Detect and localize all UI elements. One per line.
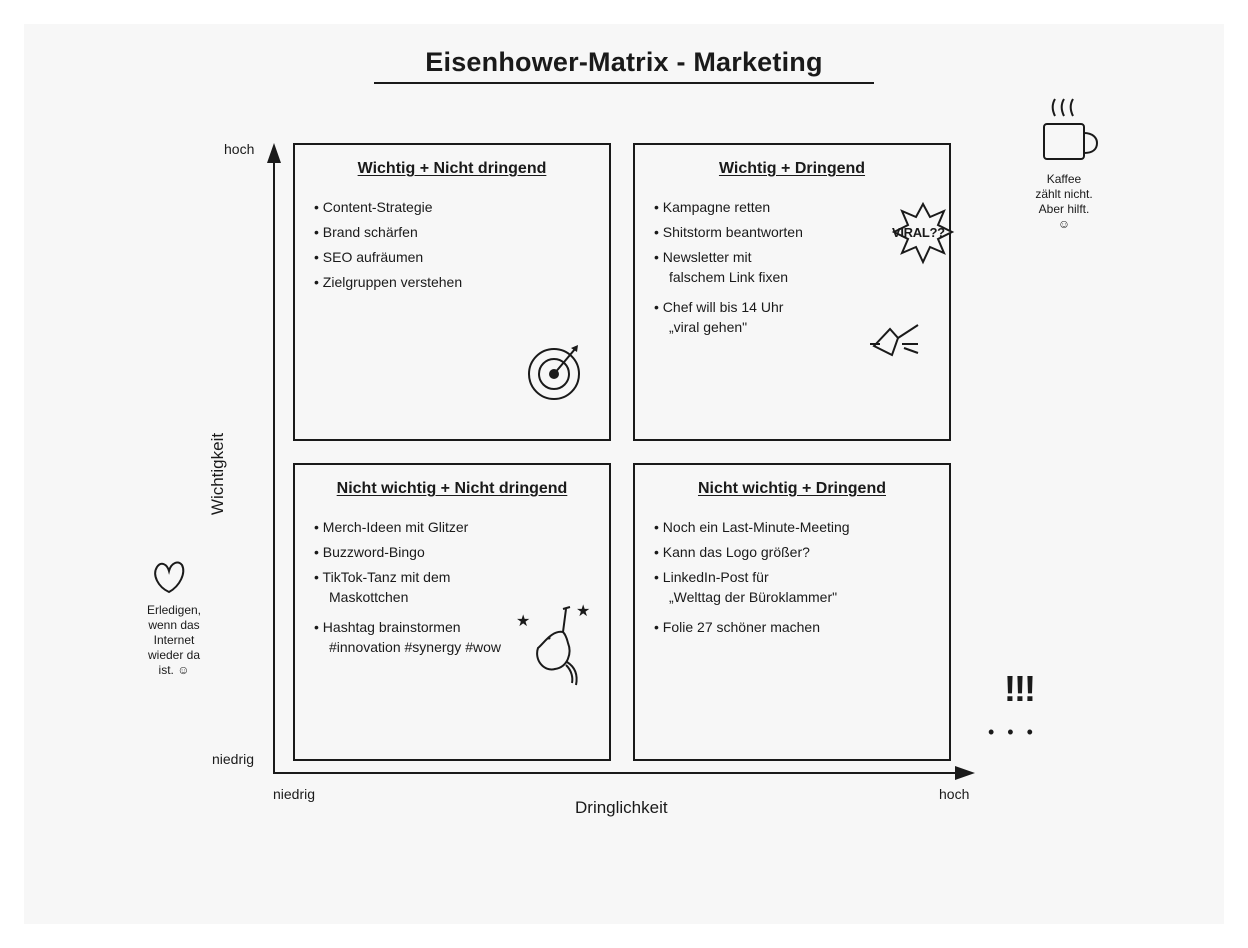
task-text: SEO aufräumen bbox=[322, 249, 424, 265]
task-item: • Chef will bis 14 Uhr „viral gehen" bbox=[654, 297, 803, 337]
title-underline bbox=[374, 82, 874, 84]
task-text: Shitstorm beantworten bbox=[662, 224, 803, 240]
quadrant-important-urgent: Wichtig + Dringend • Kampagne retten• Sh… bbox=[633, 143, 951, 441]
x-axis-high-label: hoch bbox=[939, 786, 970, 802]
bullet: • bbox=[314, 224, 319, 240]
note-line: zählt nicht. bbox=[1035, 187, 1093, 201]
task-list: • Kampagne retten• Shitstorm beantworten… bbox=[654, 197, 803, 347]
task-text: Newsletter mit bbox=[662, 249, 752, 265]
bullet: • bbox=[654, 544, 659, 560]
y-axis-title: Wichtigkeit bbox=[208, 432, 227, 516]
task-item: • Content-Strategie bbox=[314, 197, 462, 217]
star-icon: ★ bbox=[516, 613, 531, 630]
task-item: • Zielgruppen verstehen bbox=[314, 272, 462, 292]
task-item: • Buzzword-Bingo bbox=[314, 542, 501, 562]
y-axis-arrowhead bbox=[267, 143, 281, 163]
x-axis-low-label: niedrig bbox=[273, 786, 316, 802]
note-line: wenn das bbox=[148, 618, 200, 632]
bullet: • bbox=[314, 274, 319, 290]
starburst-text: VIRAL?? bbox=[892, 225, 945, 240]
task-text: Merch-Ideen mit Glitzer bbox=[322, 519, 469, 535]
exclamation-marks: !!! bbox=[1004, 668, 1036, 709]
x-axis-arrowhead bbox=[955, 766, 975, 780]
task-item: • Noch ein Last-Minute-Meeting bbox=[654, 517, 850, 537]
task-text-continuation: Maskottchen bbox=[329, 589, 409, 605]
task-text: LinkedIn-Post für bbox=[662, 569, 769, 585]
bullet: • bbox=[654, 249, 659, 265]
y-axis-high-label: hoch bbox=[224, 141, 255, 157]
quadrant-not-important-not-urgent: Nicht wichtig + Nicht dringend • Merch-I… bbox=[293, 463, 611, 761]
task-text: Content-Strategie bbox=[322, 199, 433, 215]
quadrant-not-important-urgent: Nicht wichtig + Dringend • Noch ein Last… bbox=[633, 463, 951, 761]
note-line: Erledigen, bbox=[146, 603, 202, 617]
task-item: • Newsletter mit falschem Link fixen bbox=[654, 247, 803, 287]
task-text: Brand schärfen bbox=[322, 224, 418, 240]
balloon-icon bbox=[536, 606, 578, 686]
note-line: ist. ☺ bbox=[158, 663, 190, 677]
star-icon: ★ bbox=[576, 603, 591, 620]
bullet: • bbox=[314, 569, 319, 585]
target-icon bbox=[528, 345, 580, 400]
task-text: Buzzword-Bingo bbox=[322, 544, 425, 560]
task-text-continuation: #innovation #synergy #wow bbox=[329, 639, 501, 655]
quadrant-title: Wichtig + Nicht dringend bbox=[357, 160, 547, 177]
bullet: • bbox=[654, 224, 659, 240]
task-list: • Noch ein Last-Minute-Meeting• Kann das… bbox=[654, 517, 850, 642]
task-item: • Kampagne retten bbox=[654, 197, 803, 217]
x-axis-title: Dringlichkeit bbox=[575, 798, 668, 817]
note-line: wieder da bbox=[147, 648, 201, 662]
task-item: • Hashtag brainstormen #innovation #syner… bbox=[314, 617, 501, 657]
note-line: Aber hilft. bbox=[1038, 202, 1090, 216]
heart-note: Erledigen, wenn das Internet wieder da i… bbox=[134, 603, 214, 678]
task-text: Noch ein Last-Minute-Meeting bbox=[662, 519, 850, 535]
note-line: Kaffee bbox=[1046, 172, 1082, 186]
quadrant-important-not-urgent: Wichtig + Nicht dringend • Content-Strat… bbox=[293, 143, 611, 441]
bullet: • bbox=[314, 249, 319, 265]
task-item: • LinkedIn-Post für „Welttag der Büroklam… bbox=[654, 567, 850, 607]
task-item: • Shitstorm beantworten bbox=[654, 222, 803, 242]
task-item: • Kann das Logo größer? bbox=[654, 542, 850, 562]
task-item: • Folie 27 schöner machen bbox=[654, 617, 850, 637]
bullet: • bbox=[654, 519, 659, 535]
task-text: Kampagne retten bbox=[662, 199, 771, 215]
heart-icon bbox=[154, 561, 185, 594]
bullet: • bbox=[654, 199, 659, 215]
task-item: • Merch-Ideen mit Glitzer bbox=[314, 517, 501, 537]
ellipsis-dots: • • • bbox=[988, 722, 1037, 742]
starburst-icon bbox=[891, 201, 955, 265]
task-text: Chef will bis 14 Uhr bbox=[662, 299, 784, 315]
task-item: • SEO aufräumen bbox=[314, 247, 462, 267]
task-item: • Brand schärfen bbox=[314, 222, 462, 242]
bullet: • bbox=[314, 519, 319, 535]
megaphone-icon bbox=[870, 324, 919, 357]
task-list: • Content-Strategie• Brand schärfen• SEO… bbox=[314, 197, 462, 297]
note-line: ☺ bbox=[1057, 217, 1071, 231]
bullet: • bbox=[654, 299, 659, 315]
bullet: • bbox=[314, 544, 319, 560]
note-line: Internet bbox=[153, 633, 195, 647]
quadrant-title: Nicht wichtig + Dringend bbox=[697, 480, 886, 497]
task-text: Folie 27 schöner machen bbox=[662, 619, 820, 635]
task-text-continuation: „Welttag der Büroklammer" bbox=[669, 589, 838, 605]
task-text: Zielgruppen verstehen bbox=[322, 274, 463, 290]
page-title: Eisenhower-Matrix - Marketing bbox=[425, 47, 823, 77]
bullet: • bbox=[314, 199, 319, 215]
task-text: Hashtag brainstormen bbox=[322, 619, 461, 635]
task-text-continuation: „viral gehen" bbox=[669, 319, 748, 335]
bullet: • bbox=[314, 619, 319, 635]
coffee-mug-icon bbox=[1043, 98, 1099, 160]
task-text-continuation: falschem Link fixen bbox=[669, 269, 789, 285]
coffee-note: Kaffee zählt nicht. Aber hilft. ☺ bbox=[1024, 172, 1104, 232]
y-axis-low-label: niedrig bbox=[212, 751, 255, 767]
task-text: TikTok-Tanz mit dem bbox=[322, 569, 451, 585]
task-list: • Merch-Ideen mit Glitzer• Buzzword-Bing… bbox=[314, 517, 501, 667]
quadrant-title: Wichtig + Dringend bbox=[718, 160, 866, 177]
task-text: Kann das Logo größer? bbox=[662, 544, 810, 560]
bullet: • bbox=[654, 569, 659, 585]
quadrant-title: Nicht wichtig + Nicht dringend bbox=[336, 480, 568, 497]
bullet: • bbox=[654, 619, 659, 635]
